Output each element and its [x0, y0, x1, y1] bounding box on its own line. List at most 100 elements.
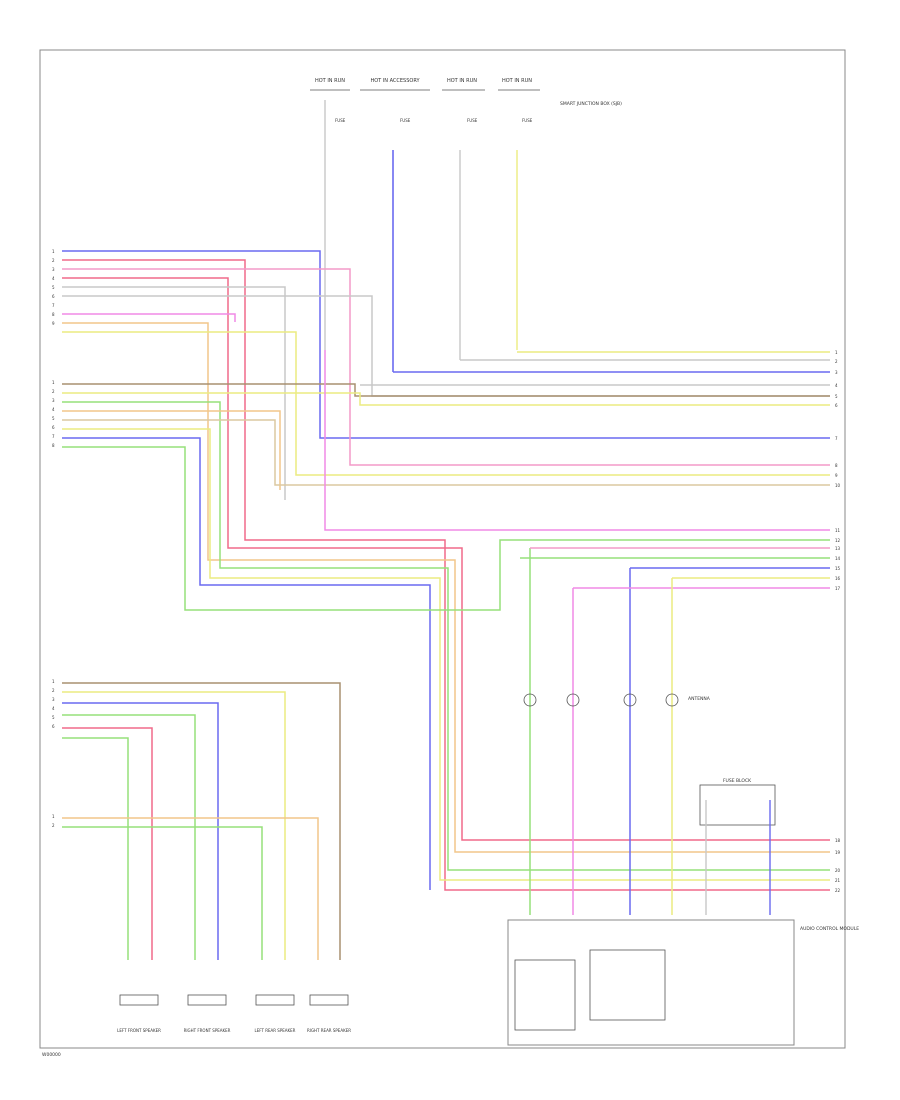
svg-text:5: 5: [52, 715, 55, 720]
wire: [62, 419, 830, 486]
svg-text:4: 4: [52, 706, 55, 711]
wire: [62, 727, 153, 960]
svg-text:1: 1: [52, 679, 55, 684]
svg-text:21: 21: [835, 878, 841, 883]
fuse-block: FUSE BLOCK: [699, 778, 776, 915]
svg-text:3: 3: [52, 398, 55, 403]
fuse-label-2: HOT IN ACCESSORY: [370, 78, 420, 84]
svg-text:7: 7: [835, 436, 838, 441]
svg-text:6: 6: [52, 425, 55, 430]
speaker-left-front: LEFT FRONT SPEAKER: [117, 994, 161, 1033]
svg-text:18: 18: [835, 838, 841, 843]
svg-text:5: 5: [52, 416, 55, 421]
svg-text:LEFT FRONT SPEAKER: LEFT FRONT SPEAKER: [117, 1028, 161, 1033]
svg-text:6: 6: [52, 724, 55, 729]
wire: [62, 277, 830, 841]
svg-text:9: 9: [835, 473, 838, 478]
svg-text:5: 5: [835, 394, 838, 399]
wire: [62, 826, 263, 960]
svg-text:7: 7: [52, 303, 55, 308]
module-label: AUDIO CONTROL MODULE: [800, 926, 859, 932]
wire: [62, 702, 219, 960]
svg-text:4: 4: [835, 383, 838, 388]
wire: [62, 428, 830, 881]
svg-text:2: 2: [52, 823, 55, 828]
fuse-block-label: FUSE BLOCK: [723, 778, 752, 784]
svg-text:12: 12: [835, 538, 841, 543]
wire: [62, 331, 830, 476]
wire: [62, 295, 830, 397]
audio-module: AUDIO CONTROL MODULE: [507, 919, 859, 1046]
wire: [62, 401, 830, 871]
svg-text:1: 1: [52, 814, 55, 819]
wire: [62, 446, 830, 611]
svg-text:4: 4: [52, 276, 55, 281]
wires-group-2: [62, 383, 830, 890]
inline-connectors: ANTENNA: [523, 693, 711, 707]
fuse-3: HOT IN RUN FUSE: [442, 78, 485, 360]
fuse-label-1: HOT IN RUN: [315, 78, 345, 84]
speaker-wires: [62, 682, 341, 960]
left-connector-2: 1 2 3 4 5 6 7 8: [52, 380, 55, 448]
svg-text:8: 8: [52, 312, 55, 317]
right-feed-wires: [324, 350, 830, 915]
wire: [62, 737, 129, 960]
wire: [62, 313, 236, 322]
svg-text:3: 3: [835, 370, 838, 375]
svg-text:11: 11: [835, 528, 841, 533]
svg-text:4: 4: [52, 407, 55, 412]
wire: [324, 350, 830, 531]
wires-group-1: [62, 250, 830, 891]
left-connector-1: 1 2 3 4 5 6 7 8 9: [52, 249, 55, 326]
wire: [62, 250, 830, 439]
fuse-label-3: HOT IN RUN: [447, 78, 477, 84]
svg-text:13: 13: [835, 546, 841, 551]
svg-text:LEFT REAR SPEAKER: LEFT REAR SPEAKER: [255, 1028, 296, 1033]
svg-text:19: 19: [835, 850, 841, 855]
left-connector-4: 1 2: [52, 814, 55, 828]
svg-text:8: 8: [835, 463, 838, 468]
sjb-note: SMART JUNCTION BOX (SJB): [560, 101, 622, 107]
wire: [62, 714, 196, 960]
speaker-right-front: RIGHT FRONT SPEAKER: [184, 994, 231, 1033]
svg-text:3: 3: [52, 697, 55, 702]
svg-text:7: 7: [52, 434, 55, 439]
top-fuse-group: HOT IN RUN FUSE HOT IN ACCESSORY FUSE HO…: [310, 78, 622, 372]
module-box: [507, 919, 795, 1046]
wire: [62, 410, 281, 490]
svg-text:22: 22: [835, 888, 841, 893]
svg-text:15: 15: [835, 566, 841, 571]
svg-text:3: 3: [52, 267, 55, 272]
harness-label: ANTENNA: [688, 696, 711, 702]
svg-text:20: 20: [835, 868, 841, 873]
fuse-sublabel-4: FUSE: [522, 118, 533, 123]
wire: [62, 286, 286, 500]
svg-text:10: 10: [835, 483, 841, 488]
fuse-label-4: HOT IN RUN: [502, 78, 532, 84]
wire: [62, 437, 431, 890]
svg-text:2: 2: [52, 688, 55, 693]
svg-text:1: 1: [835, 350, 838, 355]
fuse-sublabel-3: FUSE: [467, 118, 478, 123]
speaker-left-rear: LEFT REAR SPEAKER: [255, 994, 296, 1033]
wire: [62, 682, 341, 960]
wire: [62, 268, 830, 466]
svg-text:RIGHT REAR SPEAKER: RIGHT REAR SPEAKER: [307, 1028, 351, 1033]
svg-text:2: 2: [52, 258, 55, 263]
svg-text:1: 1: [52, 249, 55, 254]
fuse-2: HOT IN ACCESSORY FUSE: [360, 78, 430, 372]
svg-text:5: 5: [52, 285, 55, 290]
svg-text:RIGHT FRONT SPEAKER: RIGHT FRONT SPEAKER: [184, 1028, 231, 1033]
fuse-4: HOT IN RUN FUSE: [498, 78, 540, 350]
wire: [62, 322, 830, 853]
wire: [62, 392, 830, 406]
svg-text:9: 9: [52, 321, 55, 326]
footer-id: W00000: [42, 1052, 61, 1058]
wire: [62, 383, 830, 397]
right-pin-labels: 1 2 3 4 5 6 7 8 9 10 11 12 13 14 15 16 1…: [835, 350, 841, 893]
svg-text:6: 6: [835, 403, 838, 408]
svg-text:2: 2: [52, 389, 55, 394]
svg-text:16: 16: [835, 576, 841, 581]
svg-text:6: 6: [52, 294, 55, 299]
